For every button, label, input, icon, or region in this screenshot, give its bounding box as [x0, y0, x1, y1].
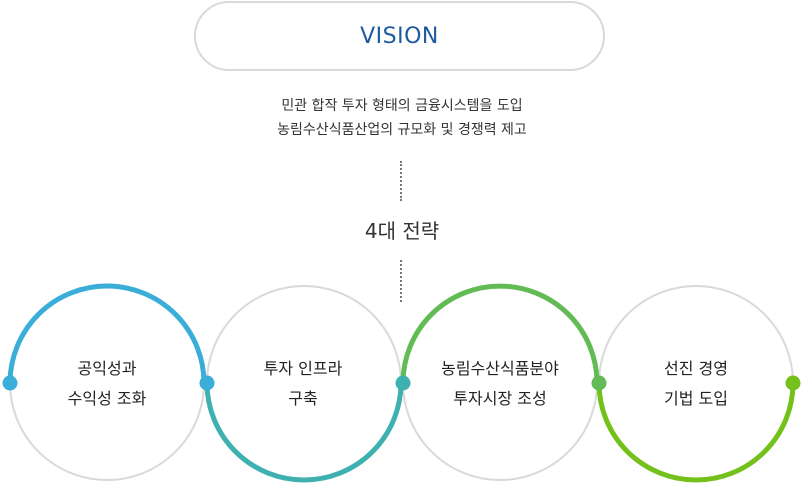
ring-junction-dot [591, 375, 607, 391]
vision-description: 민관 합작 투자 형태의 금융시스템을 도입 농림수산식품산업의 규모화 및 경… [0, 94, 804, 142]
strategy-label-4: 선진 경영 기법 도입 [606, 354, 786, 414]
vision-description-line: 농림수산식품산업의 규모화 및 경쟁력 제고 [277, 122, 527, 138]
strategy-arc [596, 380, 796, 483]
strategy-label-line: 구축 [288, 389, 318, 408]
strategy-label-1: 공익성과 수익성 조화 [17, 354, 197, 414]
strategy-label-3: 농림수산식품분야 투자시장 조성 [410, 354, 590, 414]
ring-junction-dot [199, 375, 215, 391]
strategy-label-line: 기법 도입 [664, 389, 728, 408]
vision-title: VISION [360, 23, 439, 49]
strategy-label-line: 농림수산식품분야 [441, 359, 559, 378]
strategy-label-2: 투자 인프라 구축 [213, 354, 393, 414]
ring-junction-dot [395, 375, 411, 391]
vision-description-line: 민관 합작 투자 형태의 금융시스템을 도입 [281, 98, 523, 114]
strategy-arc [7, 283, 207, 386]
ring-junction-dot [2, 375, 18, 391]
strategy-title: 4대 전략 [364, 219, 440, 243]
vision-box: VISION [194, 1, 605, 71]
strategy-label-line: 공익성과 [77, 359, 137, 378]
strategy-arc [400, 283, 600, 386]
strategy-label-line: 선진 경영 [664, 359, 728, 378]
dotted-connector-bottom [400, 260, 402, 302]
strategy-label-line: 수익성 조화 [67, 389, 147, 408]
strategy-label-line: 투자시장 조성 [453, 389, 547, 408]
strategy-arc [204, 380, 404, 483]
ring-junction-dot [785, 375, 801, 391]
dotted-connector-top [400, 161, 402, 201]
strategy-label-line: 투자 인프라 [263, 359, 343, 378]
